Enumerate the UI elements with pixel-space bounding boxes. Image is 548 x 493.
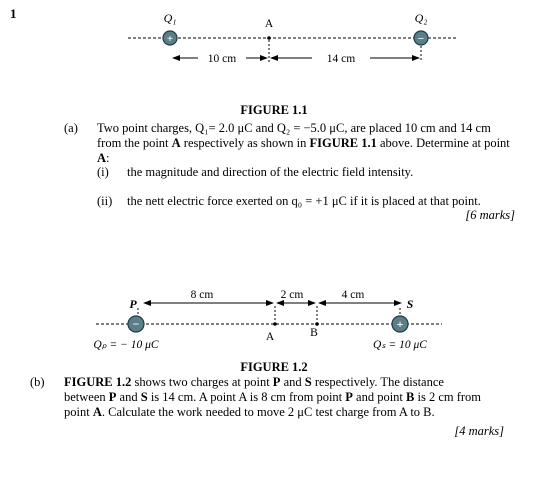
p-sign: −: [133, 317, 140, 331]
fig2-dim-arrow-b-r: [318, 300, 326, 306]
fig1-dim-left-label: 10 cm: [208, 53, 236, 65]
fig1-dim-right-label: 14 cm: [327, 53, 355, 65]
fig2-point-a: [273, 322, 277, 326]
figure-1-1-caption: FIGURE 1.1: [240, 103, 308, 117]
figure-1-2-caption: FIGURE 1.2: [240, 360, 308, 374]
p-charge: −: [127, 315, 145, 333]
qs-label: Qₛ = 10 μC: [373, 339, 427, 351]
fig1-dim-left-arrowhead-r: [260, 55, 268, 61]
fig1-dim-left-arrowhead-l: [172, 55, 180, 61]
sub-ii-text: the nett electric force exerted on q₀ = …: [127, 194, 481, 208]
figure-1-1-diagram: + Q₁ A − Q₂ 10 cm 14 cm: [128, 11, 458, 65]
part-b-marks: [4 marks]: [454, 424, 504, 438]
q2-label: Q₂: [415, 11, 428, 25]
fig2-dim-4cm-label: 4 cm: [342, 289, 365, 301]
q1-label: Q₁: [164, 11, 177, 25]
fig1-point-a: [267, 36, 271, 40]
fig2-dim-arrow-b-l: [308, 300, 316, 306]
fig2-dim-arrow-p: [143, 300, 151, 306]
s-charge: +: [391, 315, 409, 333]
s-sign: +: [397, 317, 404, 331]
fig1-dim-right-arrowhead-r: [412, 55, 420, 61]
qp-label: Qₚ = − 10 μC: [93, 339, 159, 351]
part-a-label: (a): [64, 121, 78, 135]
fig2-s-label: S: [407, 297, 414, 311]
q2-sign: −: [418, 33, 424, 45]
sub-ii-label: (ii): [97, 194, 113, 208]
fig2-dim-2cm-label: 2 cm: [281, 289, 304, 301]
part-b-line3: point A. Calculate the work needed to mo…: [64, 405, 435, 419]
sub-i-text: the magnitude and direction of the elect…: [127, 165, 414, 179]
fig2-dim-arrow-a-r: [276, 300, 284, 306]
part-a-line1: Two point charges, Q₁= 2.0 μC and Q₂ = −…: [97, 121, 491, 135]
fig2-dim-8cm-label: 8 cm: [191, 289, 214, 301]
part-a-line2: from the point A respectively as shown i…: [97, 136, 510, 150]
fig2-p-label: P: [129, 297, 137, 311]
question-number: 1: [10, 6, 17, 21]
part-a-line3: A:: [97, 151, 110, 165]
part-a-marks: [6 marks]: [465, 208, 515, 222]
fig1-point-a-label: A: [265, 18, 274, 30]
part-b-line2: between P and S is 14 cm. A point A is 8…: [64, 390, 482, 404]
part-b-text: FIGURE 1.2 shows two charges at point P …: [64, 375, 514, 420]
part-b-label: (b): [30, 375, 45, 389]
part-a-text: Two point charges, Q₁= 2.0 μC and Q₂ = −…: [97, 121, 517, 166]
part-b-line1: FIGURE 1.2 shows two charges at point P …: [64, 375, 444, 389]
fig2-dim-arrow-a-l: [266, 300, 274, 306]
fig1-dim-right-arrowhead-l: [270, 55, 278, 61]
q1-charge: +: [162, 30, 178, 46]
fig2-dim-arrow-s: [394, 300, 402, 306]
sub-i-label: (i): [97, 165, 109, 179]
q2-charge: −: [413, 30, 429, 46]
fig2-point-a-label: A: [266, 331, 275, 343]
q1-sign: +: [167, 33, 173, 45]
fig2-point-b: [315, 322, 319, 326]
fig2-point-b-label: B: [310, 327, 318, 339]
figure-1-2-diagram: 8 cm 2 cm 4 cm P S − + A B Qₚ = − 10 μC …: [93, 289, 442, 351]
